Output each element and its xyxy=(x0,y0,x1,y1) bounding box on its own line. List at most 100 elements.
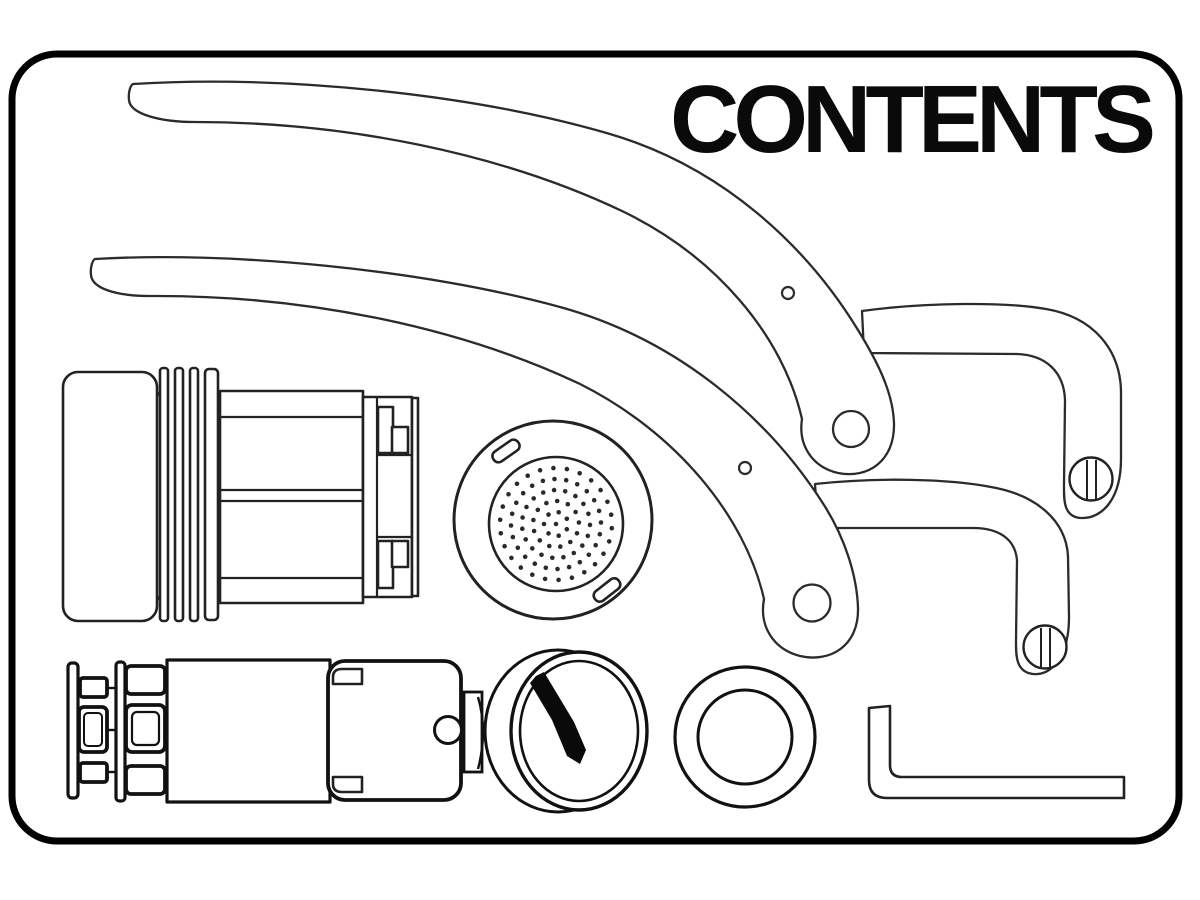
shower-holes xyxy=(497,465,615,583)
screen-hole xyxy=(591,497,597,503)
lug xyxy=(78,761,109,784)
screen-hole xyxy=(596,508,602,514)
pressure-gauge-icon xyxy=(462,648,649,814)
lever-handle-lower-icon xyxy=(89,256,1071,676)
handle-pin-hole xyxy=(780,285,796,301)
handle-shaft xyxy=(89,256,860,659)
screen-hole xyxy=(546,512,551,517)
screen-hole xyxy=(580,543,585,548)
screen-hole xyxy=(542,576,548,582)
screen-hole xyxy=(551,487,557,493)
screen-hole xyxy=(609,525,615,531)
screen-hole xyxy=(581,501,586,507)
screen-hole xyxy=(550,555,555,561)
screen-hole xyxy=(569,575,575,580)
screen-hole xyxy=(571,550,577,556)
shower-screen-icon xyxy=(452,419,654,621)
screen-hole xyxy=(508,523,514,528)
bayonet-tooth xyxy=(124,764,167,796)
screen-hole xyxy=(586,511,591,517)
end-plate xyxy=(66,661,80,800)
screen-hole xyxy=(566,564,572,570)
screen-hole xyxy=(553,521,559,527)
screen-hole xyxy=(530,572,535,577)
screen-hole xyxy=(576,520,582,525)
tooth-inner xyxy=(130,710,161,747)
screen-hole xyxy=(552,476,557,482)
bayonet-tab xyxy=(390,425,410,455)
screen-hole xyxy=(555,566,560,572)
screen-hole xyxy=(584,488,590,494)
screen-hole xyxy=(556,577,561,583)
screen-hole xyxy=(522,554,528,560)
screen-hole xyxy=(593,542,598,548)
screen-hole xyxy=(537,468,543,473)
slotted-screw-icon xyxy=(1022,624,1068,670)
screen-hole xyxy=(556,533,561,538)
screen-hole xyxy=(535,507,541,513)
handle-pin-hole xyxy=(737,460,753,476)
cylinder-rib xyxy=(158,366,170,623)
stem-curve xyxy=(476,696,485,770)
screen-hole xyxy=(563,477,569,483)
cylinder-rib xyxy=(173,366,185,623)
screen-hole xyxy=(585,533,591,539)
screen-hole xyxy=(556,510,561,515)
screen-hole xyxy=(514,481,520,487)
screen-hole xyxy=(531,496,536,501)
screen-hole xyxy=(520,490,526,496)
screen-hole xyxy=(523,537,528,542)
screen-hole xyxy=(500,504,506,509)
screen-hole xyxy=(510,534,516,540)
bayonet-tooth xyxy=(124,703,167,754)
valve-main-body xyxy=(165,658,332,804)
handle-eye-hole xyxy=(792,583,832,623)
valve-body-icon xyxy=(66,658,463,804)
lever-handle-upper-icon xyxy=(127,80,1123,520)
screen-hole xyxy=(573,493,578,499)
screen-hole xyxy=(531,517,536,523)
screen-hole xyxy=(502,543,507,549)
screen-hole xyxy=(592,561,598,567)
cylinder-rib xyxy=(188,366,200,623)
screen-hole xyxy=(518,565,524,570)
screen-hole xyxy=(551,465,556,471)
bayonet-tab xyxy=(390,539,410,569)
screen-hole xyxy=(562,489,568,494)
screen-hole xyxy=(514,500,519,506)
housing-tab xyxy=(331,667,364,686)
housing-tab xyxy=(331,775,364,794)
screen-hole xyxy=(498,531,504,536)
screen-hole xyxy=(541,521,547,527)
lug-inner xyxy=(83,712,103,747)
screen-hole xyxy=(597,531,603,537)
cylinder-flange xyxy=(203,367,220,622)
screen-slot xyxy=(592,576,622,604)
screen-hole xyxy=(606,539,612,544)
hex-key-icon xyxy=(867,704,1126,800)
screen-hole xyxy=(601,551,606,556)
screen-hole xyxy=(509,555,514,561)
screen-hole xyxy=(530,546,535,551)
screen-hole xyxy=(525,473,530,479)
screen-hole xyxy=(520,526,525,531)
screen-hole xyxy=(577,559,583,565)
spacer-bar xyxy=(114,660,127,803)
screen-hole xyxy=(598,487,603,493)
cylinder-cap xyxy=(61,370,159,623)
cylinder-body xyxy=(218,389,365,605)
screen-hole xyxy=(547,543,552,549)
screen-hole xyxy=(539,552,544,558)
housing-hole xyxy=(433,715,463,745)
ribbed-cylinder-icon xyxy=(61,366,420,623)
handle-shaft xyxy=(127,80,896,476)
screen-hole xyxy=(608,512,614,517)
screen-hole xyxy=(524,504,529,510)
screen-hole xyxy=(506,492,511,497)
screen-hole xyxy=(586,552,592,558)
screen-hole xyxy=(577,471,582,476)
gasket-ring-icon xyxy=(673,665,817,809)
screen-hole xyxy=(558,544,563,549)
end-plate xyxy=(410,396,420,598)
